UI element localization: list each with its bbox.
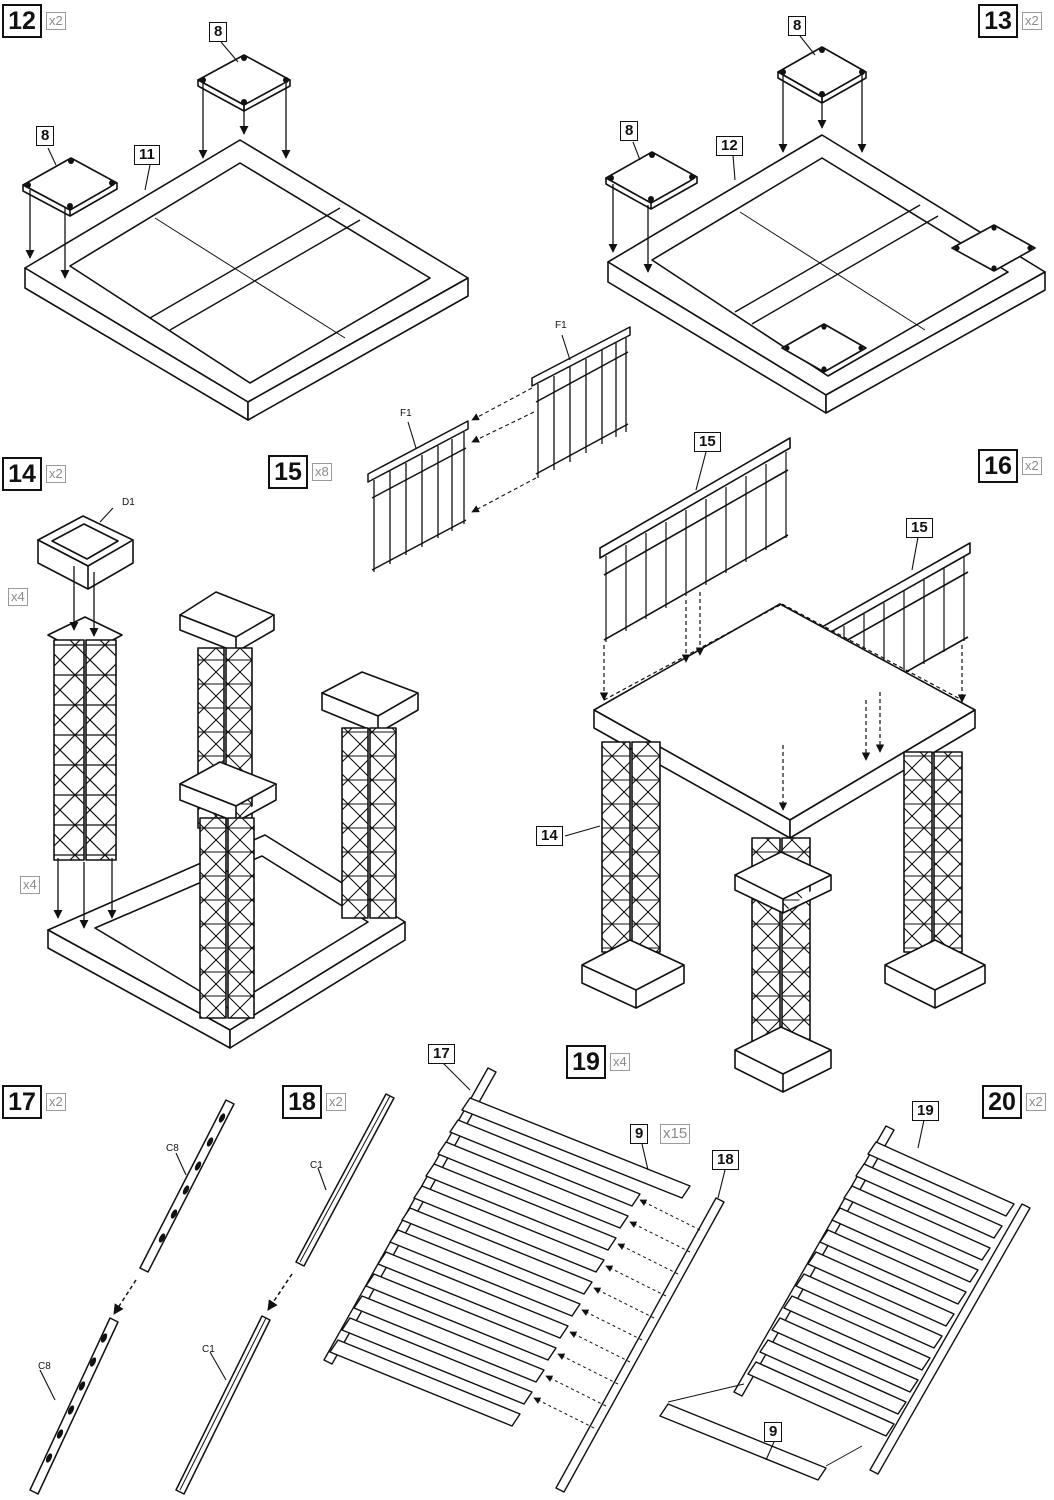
step-multiplier: x2: [326, 1093, 346, 1111]
step-15-header: 15 x8: [268, 455, 332, 489]
corner-plate-top: [197, 54, 291, 106]
step-number: 15: [268, 455, 308, 489]
step-multiplier: x2: [1026, 1093, 1046, 1111]
step-multiplier: x4: [610, 1053, 630, 1071]
part-code: C8: [166, 1143, 179, 1154]
step14-drawing: [37, 515, 419, 1049]
part-callout: 15: [694, 432, 721, 452]
step20-drawing: [659, 1125, 1031, 1481]
quantity-label: x4: [20, 876, 40, 894]
step-18-header: 18 x2: [282, 1085, 346, 1119]
part-callout: 11: [134, 145, 160, 165]
part-code: C1: [202, 1344, 215, 1355]
step-number: 17: [2, 1085, 42, 1119]
step-multiplier: x8: [312, 463, 332, 481]
part-code: F1: [400, 408, 412, 419]
step-17-header: 17 x2: [2, 1085, 66, 1119]
part-code: C1: [310, 1160, 323, 1171]
step-20-header: 20 x2: [982, 1085, 1046, 1119]
step-19-header: 19 x4: [566, 1045, 630, 1079]
step-number: 16: [978, 449, 1018, 483]
part-code: F1: [555, 320, 567, 331]
part-callout: 8: [620, 121, 639, 141]
step-multiplier: x2: [46, 1093, 66, 1111]
step19-drawing: [323, 1067, 725, 1493]
part-code: C8: [38, 1361, 51, 1372]
step-16-header: 16 x2: [978, 449, 1042, 483]
step-number: 19: [566, 1045, 606, 1079]
step-multiplier: x2: [46, 12, 66, 30]
step17-drawing: [29, 1099, 235, 1495]
leader-lines: [39, 35, 925, 1461]
part-callout: 8: [209, 22, 228, 42]
part-callout: 9: [764, 1422, 783, 1442]
step-multiplier: x2: [46, 465, 66, 483]
step-14-header: 14 x2: [2, 457, 66, 491]
step13-drawing: [605, 46, 1046, 414]
quantity-label: x4: [8, 588, 28, 606]
step-multiplier: x2: [1022, 12, 1042, 30]
corner-plate-left: [22, 157, 118, 211]
part-callout: 8: [36, 126, 55, 146]
step12-drawing: [22, 54, 469, 421]
tread-quantity: x15: [660, 1124, 691, 1144]
part-callout: 14: [536, 826, 563, 846]
part-callout: 19: [912, 1101, 939, 1121]
step18-drawing: [175, 1093, 395, 1495]
step-number: 18: [282, 1085, 322, 1119]
part-callout: 15: [906, 518, 933, 538]
part-callout: 9: [630, 1124, 649, 1144]
step-number: 20: [982, 1085, 1022, 1119]
step-number: 12: [2, 4, 42, 38]
step15-drawing: [367, 326, 631, 572]
part-code: D1: [122, 497, 135, 508]
step16-drawing: [581, 437, 986, 1093]
step-12-header: 12 x2: [2, 4, 66, 38]
part-callout: 18: [712, 1150, 739, 1170]
step-number: 14: [2, 457, 42, 491]
part-callout: 12: [716, 136, 743, 156]
base-frame-inner: [69, 162, 431, 384]
step-13-header: 13 x2: [978, 4, 1042, 38]
step-number: 13: [978, 4, 1018, 38]
part-callout: 17: [428, 1044, 455, 1064]
step-multiplier: x2: [1022, 457, 1042, 475]
part-callout: 8: [788, 16, 807, 36]
